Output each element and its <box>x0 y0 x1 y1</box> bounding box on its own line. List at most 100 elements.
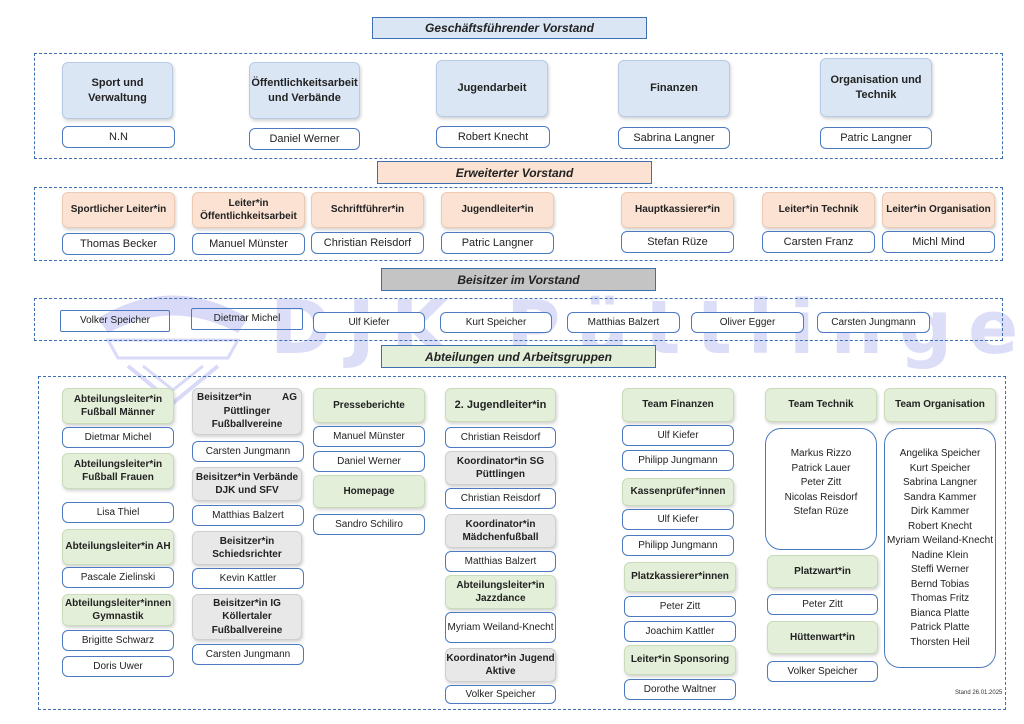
aa-role-sponsoring: Leiter*in Sponsoring <box>624 645 736 675</box>
aa-name: Christian Reisdorf <box>445 427 556 448</box>
ev-name-schriftfuehrer: Christian Reisdorf <box>311 232 424 254</box>
list-item: Thorsten Heil <box>910 636 970 648</box>
gf-role-organisation-technik: Organisation und Technik <box>820 58 932 117</box>
aa-name: Christian Reisdorf <box>445 488 556 509</box>
aa-role-gymnastik: Abteilungsleiter*innen Gymnastik <box>62 594 174 626</box>
aa-name: Kevin Kattler <box>192 568 304 589</box>
aa-role-team-organisation: Team Organisation <box>884 388 996 422</box>
aa-role-ig-koellertaler: Beisitzer*in IG Köllertaler Fußballverei… <box>192 594 302 640</box>
bv-member: Volker Speicher <box>60 310 170 332</box>
aa-role-team-finanzen: Team Finanzen <box>622 388 734 422</box>
team-technik-members: Markus Rizzo Patrick Lauer Peter Zitt Ni… <box>765 428 877 550</box>
ev-name-organisation: Michl Mind <box>882 231 995 253</box>
gf-name-finanzen: Sabrina Langner <box>618 127 730 149</box>
aa-role-jazzdance: Abteilungsleiter*in Jazzdance <box>445 575 556 609</box>
bv-member: Ulf Kiefer <box>313 312 425 333</box>
aa-name: Ulf Kiefer <box>622 425 734 446</box>
list-item: Patrick Platte <box>910 622 970 633</box>
aa-role-ag-line2: Püttlinger Fußballvereine <box>211 405 283 431</box>
gf-role-sport-verwaltung: Sport und Verwaltung <box>62 62 173 119</box>
section-header-gf: Geschäftsführender Vorstand <box>372 17 647 39</box>
aa-role-sg-puettlingen: Koordinator*in SG Püttlingen <box>445 451 556 485</box>
aa-role-ah: Abteilungsleiter*in AH <box>62 529 174 565</box>
list-item: Sabrina Langner <box>903 477 977 488</box>
aa-name: Philipp Jungmann <box>622 450 734 471</box>
list-item: Steffi Werner <box>911 564 969 575</box>
aa-name: Carsten Jungmann <box>192 644 304 665</box>
gf-name-organisation-technik: Patric Langner <box>820 127 932 149</box>
aa-role-kassenpruefer: Kassenprüfer*innen <box>622 478 734 506</box>
aa-role-huettenwart: Hüttenwart*in <box>767 621 878 654</box>
section-header-bv: Beisitzer im Vorstand <box>381 268 656 291</box>
section-header-ev: Erweiterter Vorstand <box>377 161 652 184</box>
section-header-aa: Abteilungen und Arbeitsgruppen <box>381 345 656 368</box>
bv-member: Matthias Balzert <box>567 312 680 333</box>
ev-role-oeffentlichkeit: Leiter*in Öffentlichkeitsarbeit <box>192 192 305 228</box>
section-frame-aa <box>38 376 1006 710</box>
aa-name: Pascale Zielinski <box>62 567 174 588</box>
ev-role-organisation: Leiter*in Organisation <box>882 192 995 228</box>
ev-name-jugendleiter: Patric Langner <box>441 232 554 254</box>
aa-role-ag-line1: Beisitzer*in AG <box>197 391 297 405</box>
aa-name: Lisa Thiel <box>62 502 174 523</box>
ev-role-hauptkassierer: Hauptkassierer*in <box>621 192 734 228</box>
aa-name: Manuel Münster <box>313 426 425 447</box>
list-item: Angelika Speicher <box>899 448 981 459</box>
list-item: Bernd Tobias <box>910 578 970 590</box>
aa-name: Ulf Kiefer <box>622 509 734 530</box>
aa-name: Carsten Jungmann <box>192 441 304 462</box>
aa-role-fussball-frauen: Abteilungsleiter*in Fußball Frauen <box>62 453 174 489</box>
aa-name: Doris Uwer <box>62 656 174 677</box>
gf-role-jugendarbeit: Jugendarbeit <box>436 60 548 117</box>
aa-role-fussball-maenner: Abteilungsleiter*in Fußball Männer <box>62 388 174 424</box>
bv-member: Carsten Jungmann <box>817 312 930 333</box>
aa-name: Matthias Balzert <box>445 551 556 572</box>
list-item: Myriam Weiland-Knecht <box>887 535 993 546</box>
list-item: Bianca Platte <box>910 607 970 619</box>
aa-role-jugend-aktive: Koordinator*in Jugend Aktive <box>445 648 556 682</box>
list-item: Sandra Kammer <box>903 491 977 503</box>
aa-role-ag-puettlinger: Beisitzer*in AG Püttlinger Fußballverein… <box>192 388 302 435</box>
ev-role-sportlicher-leiter: Sportlicher Leiter*in <box>62 192 175 228</box>
aa-role-schiedsrichter: Beisitzer*in Schiedsrichter <box>192 531 302 565</box>
ev-name-sportlicher-leiter: Thomas Becker <box>62 233 175 255</box>
bv-member: Kurt Speicher <box>440 312 552 333</box>
bv-member: Oliver Egger <box>691 312 804 333</box>
list-item: Peter Zitt <box>800 477 842 488</box>
aa-name: Dorothe Waltner <box>624 679 736 700</box>
aa-name: Peter Zitt <box>624 596 736 617</box>
list-item: Thomas Fritz <box>910 593 970 604</box>
aa-name: Peter Zitt <box>767 594 878 615</box>
section-frame-gf <box>34 53 1003 159</box>
ev-name-oeffentlichkeit: Manuel Münster <box>192 233 305 255</box>
gf-name-oeffentlichkeit: Daniel Werner <box>249 128 360 150</box>
aa-name: Philipp Jungmann <box>622 535 734 556</box>
section-frame-bv <box>34 298 1003 341</box>
team-organisation-members: Angelika Speicher Kurt Speicher Sabrina … <box>884 428 996 668</box>
ev-role-technik: Leiter*in Technik <box>762 192 875 228</box>
aa-role-homepage: Homepage <box>313 475 425 508</box>
list-item: Robert Knecht <box>908 520 972 532</box>
list-item: Stefan Rüze <box>793 506 849 517</box>
list-item: Patrick Lauer <box>791 462 851 474</box>
list-item: Dirk Kammer <box>910 506 970 517</box>
aa-role-maedchenfussball: Koordinator*in Mädchenfußball <box>445 514 556 548</box>
aa-name: Joachim Kattler <box>624 621 736 642</box>
section-frame-ev <box>34 187 1003 261</box>
aa-role-ag-line1-left: Beisitzer*in <box>197 392 252 404</box>
aa-name: Volker Speicher <box>445 685 556 704</box>
gf-role-finanzen: Finanzen <box>618 60 730 117</box>
aa-role-ag-line1-right: AG <box>282 392 297 404</box>
aa-name: Myriam Weiland-Knecht <box>445 612 556 643</box>
aa-role-team-technik: Team Technik <box>765 388 877 422</box>
aa-name: Brigitte Schwarz <box>62 630 174 651</box>
aa-name: Dietmar Michel <box>62 427 174 448</box>
aa-name: Sandro Schiliro <box>313 514 425 535</box>
list-item: Kurt Speicher <box>909 462 971 474</box>
aa-role-platzkassierer: Platzkassierer*innen <box>624 562 736 592</box>
ev-name-technik: Carsten Franz <box>762 231 875 253</box>
list-item: Nicolas Reisdorf <box>784 491 858 503</box>
ev-role-schriftfuehrer: Schriftführer*in <box>311 192 424 228</box>
gf-role-oeffentlichkeit: Öffentlichkeitsarbeit und Verbände <box>249 62 360 119</box>
ev-name-hauptkassierer: Stefan Rüze <box>621 231 734 253</box>
